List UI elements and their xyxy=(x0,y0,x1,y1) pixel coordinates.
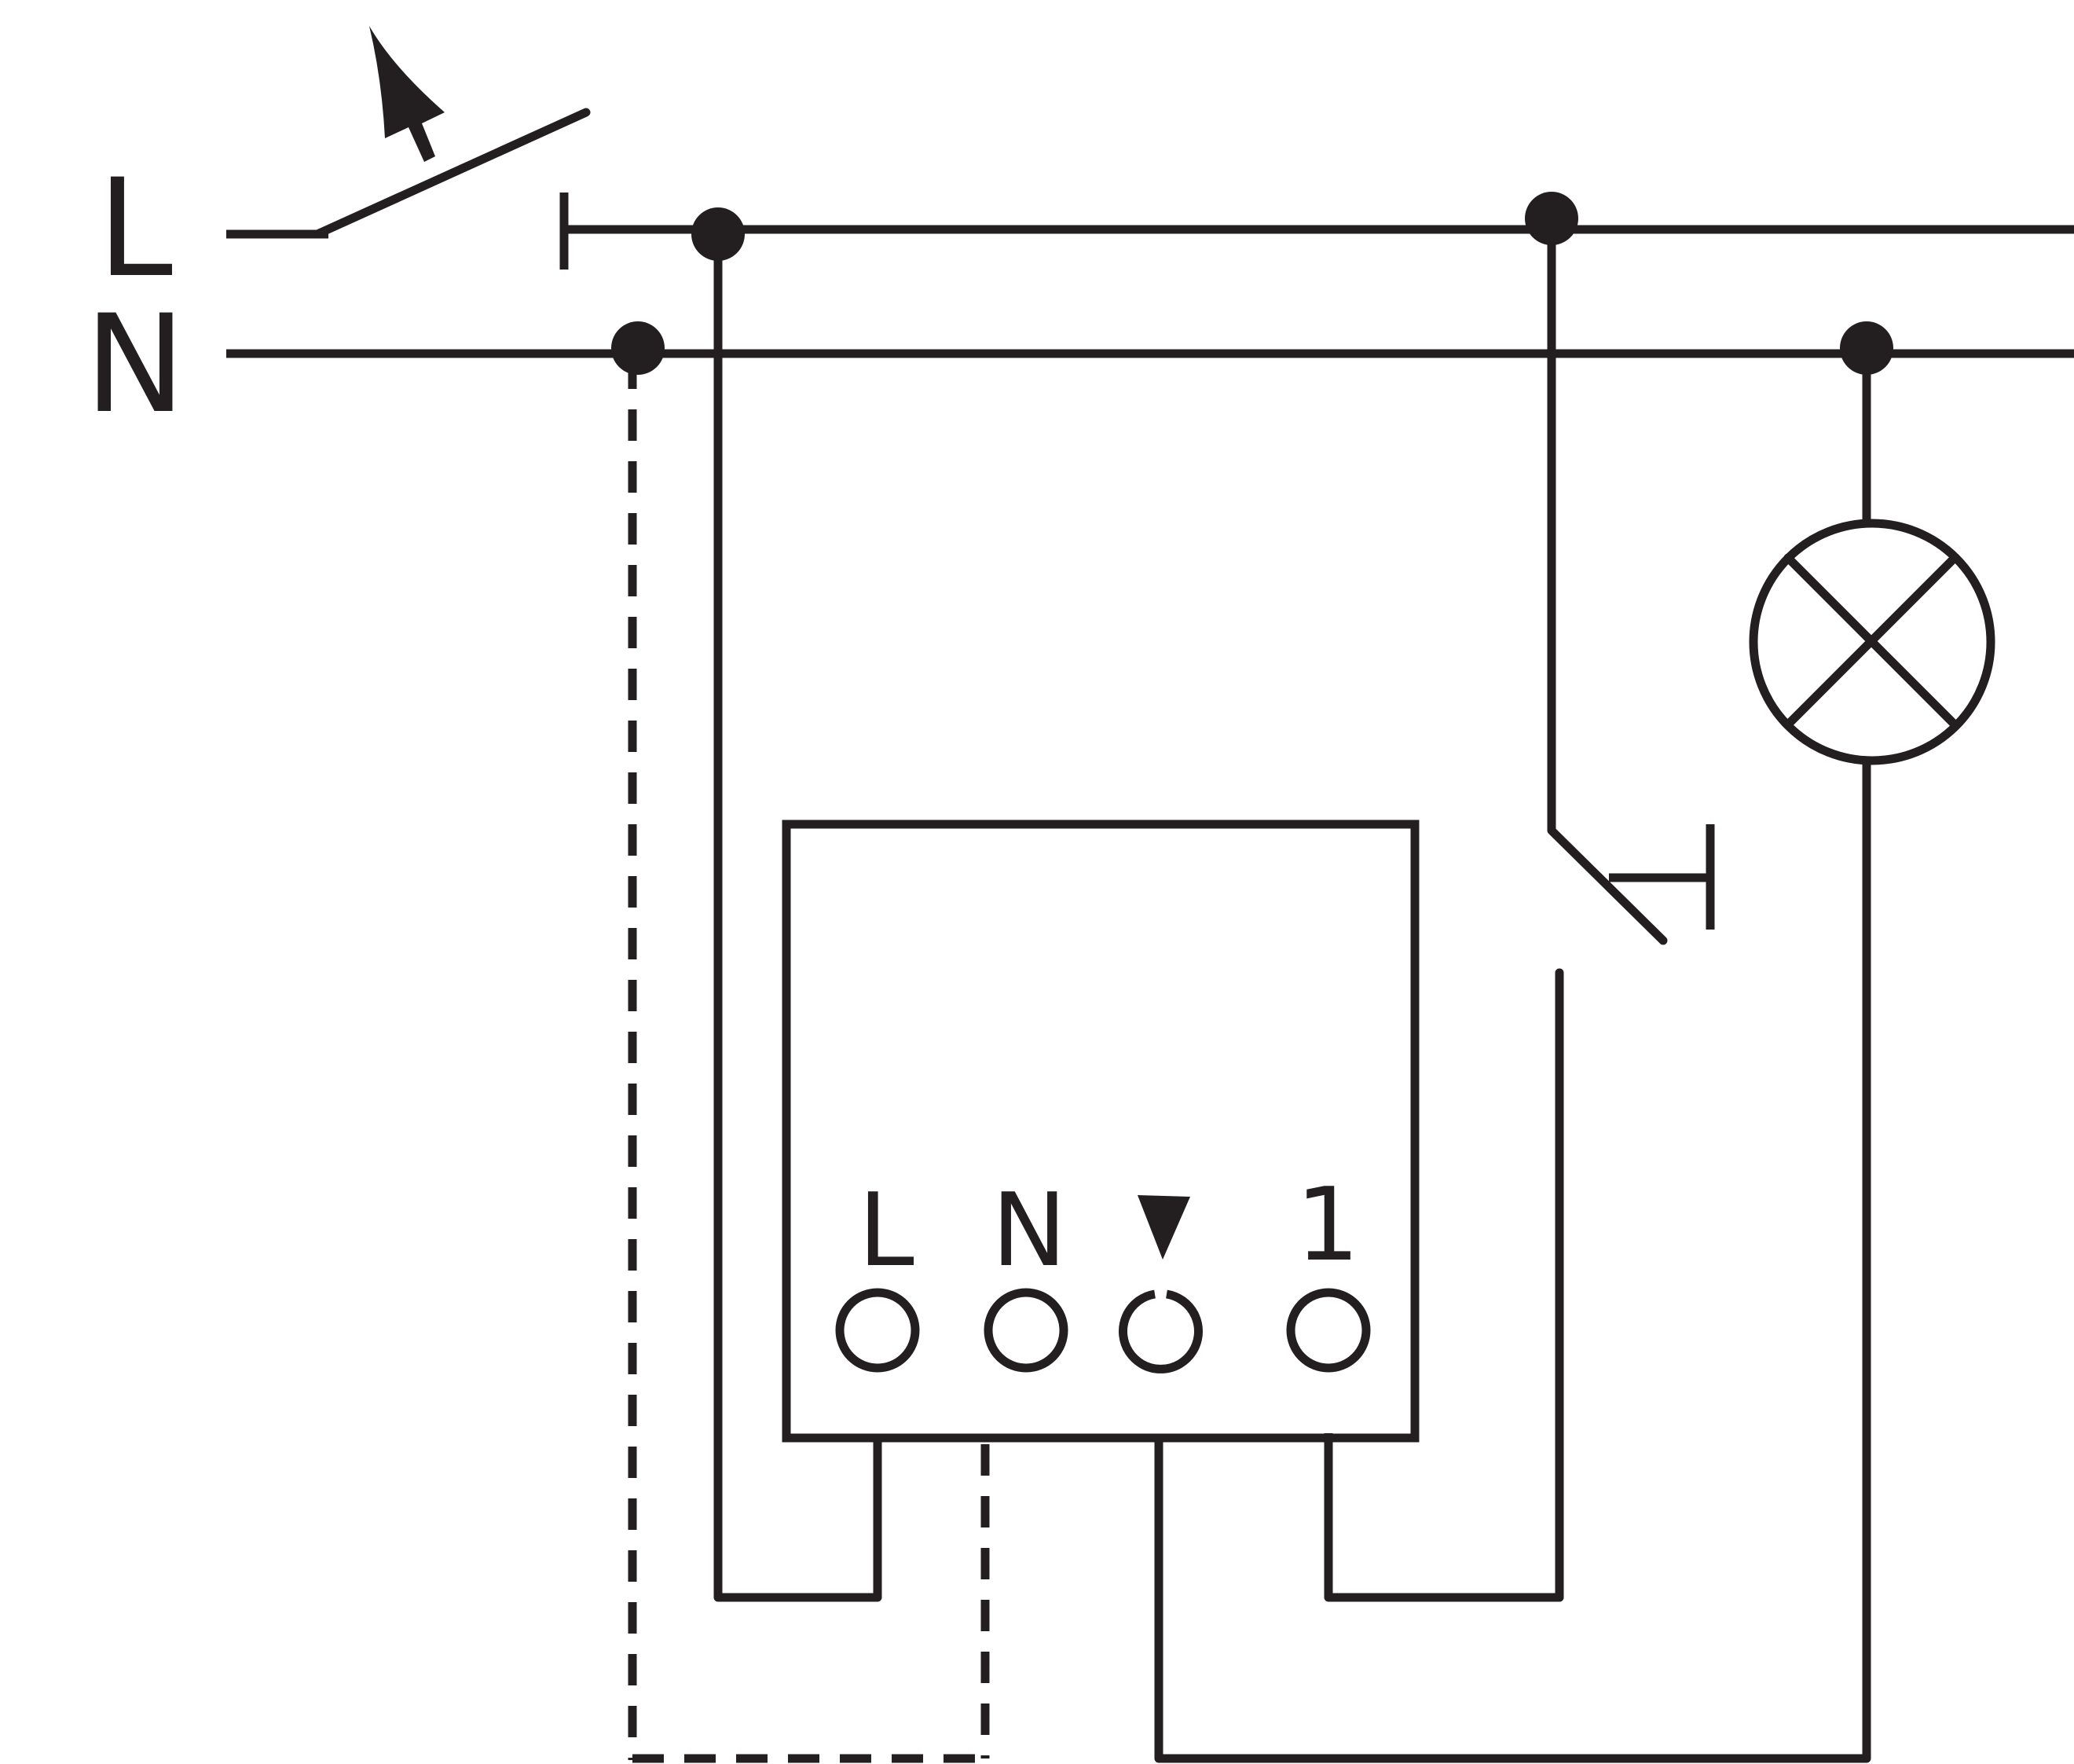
pushbutton-icon xyxy=(1547,218,1715,945)
supply-line-label: L xyxy=(97,149,173,307)
terminal-1 xyxy=(1286,1288,1371,1373)
triangle-down-icon xyxy=(1138,1195,1190,1260)
junction-dot-neutral-left xyxy=(611,321,665,375)
terminal-label-1: 1 xyxy=(1295,1167,1359,1284)
line-feed-wire xyxy=(713,234,882,1602)
terminal-sensor xyxy=(1119,1289,1203,1373)
device-housing xyxy=(782,820,1420,1443)
pushbutton-return-wire xyxy=(1324,968,1564,1602)
lamp-icon xyxy=(1749,348,1995,765)
optional-neutral-wire xyxy=(628,358,990,1763)
terminal-label-n: N xyxy=(991,1172,1067,1289)
lamp-return-wire xyxy=(1154,761,1871,1763)
supply-neutral-label: N xyxy=(85,285,186,443)
terminal-label-l: L xyxy=(858,1172,914,1289)
terminal-n xyxy=(984,1288,1068,1373)
manual-switch-icon xyxy=(226,26,591,239)
line-conductor xyxy=(559,193,2074,270)
terminal-l xyxy=(835,1288,920,1373)
